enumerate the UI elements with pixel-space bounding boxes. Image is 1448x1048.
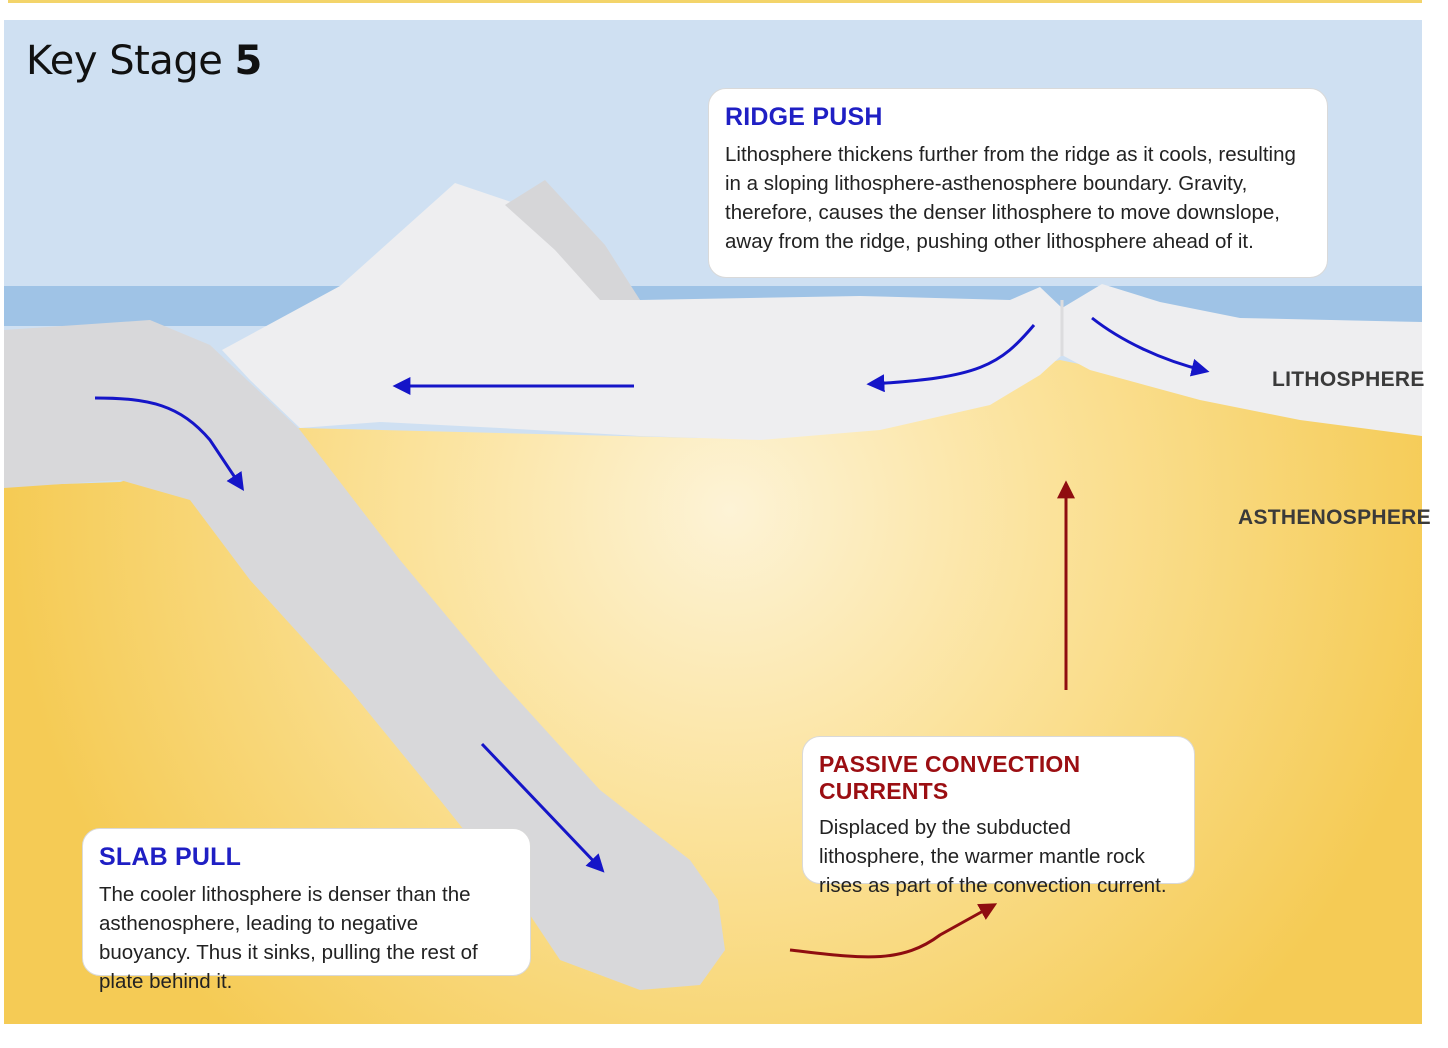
slab-pull-heading: SLAB PULL: [99, 843, 242, 871]
top-rule: [8, 0, 1422, 3]
page-title: Key Stage 5: [26, 38, 262, 84]
slab-pull-text: The cooler lithosphere is denser than th…: [99, 883, 478, 993]
passive-convection-heading: PASSIVE CONVECTION CURRENTS: [819, 751, 1081, 804]
asthenosphere-label: ASTHENOSPHERE: [1238, 506, 1431, 529]
ridge-push-arrow-left: [866, 324, 1036, 393]
slab-pull-arrow-lower: [480, 742, 605, 873]
title-number: 5: [234, 38, 263, 84]
lithosphere-plate: [222, 183, 1422, 440]
subducting-slab: [4, 320, 725, 990]
title-prefix: Key Stage: [26, 38, 235, 84]
slab-pull-arrow-upper: [94, 396, 244, 491]
ridge-push-heading: RIDGE PUSH: [725, 103, 883, 131]
convection-flow-arrow: [789, 903, 998, 959]
mountain-peak-shadow: [505, 180, 640, 300]
slab-pull-callout: SLAB PULL The cooler lithosphere is dens…: [82, 828, 531, 993]
ridge-push-text: Lithosphere thickens further from the ri…: [725, 143, 1296, 253]
ridge-push-arrow-right: [1091, 316, 1210, 377]
ridge-push-callout: RIDGE PUSH Lithosphere thickens further …: [708, 88, 1328, 278]
passive-convection-callout: PASSIVE CONVECTION CURRENTS Displaced by…: [802, 736, 1195, 897]
lithosphere-label: LITHOSPHERE: [1272, 368, 1425, 391]
passive-convection-text: Displaced by the subducted lithosphere, …: [819, 816, 1167, 897]
